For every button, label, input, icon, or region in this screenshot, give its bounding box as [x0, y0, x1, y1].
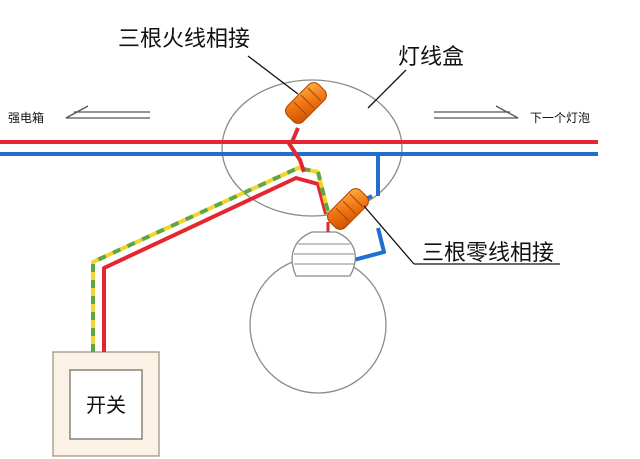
arrow-right-icon	[434, 105, 519, 119]
neutral-lamp-wire	[345, 227, 386, 264]
arrow-left-icon	[65, 105, 150, 119]
switch-box-inner	[69, 369, 143, 440]
neutral-joint-label: 三根零线相接	[422, 241, 554, 266]
switch-feed-wire-yellow	[91, 166, 330, 352]
hot-wire-connector	[285, 82, 327, 124]
switch-label: 开关	[86, 393, 126, 417]
lamp-bulb-globe	[249, 256, 387, 394]
to-next-lamp-label: 下一个灯泡	[530, 111, 590, 125]
from-panel-label: 强电箱	[8, 110, 44, 125]
live-to-hot-connector-wire	[290, 127, 300, 143]
junction-box-outline	[221, 79, 403, 217]
junction-box-leader	[367, 69, 407, 109]
neutral-joint-leader	[363, 205, 415, 265]
neutral-wire-connector	[327, 188, 369, 230]
junction-box-label: 灯线盒	[398, 45, 464, 70]
hot-joint-leader	[247, 55, 299, 95]
switched-live-wire	[102, 176, 328, 352]
hot-joint-label: 三根火线相接	[118, 27, 250, 52]
live-drop-wire	[286, 140, 306, 173]
